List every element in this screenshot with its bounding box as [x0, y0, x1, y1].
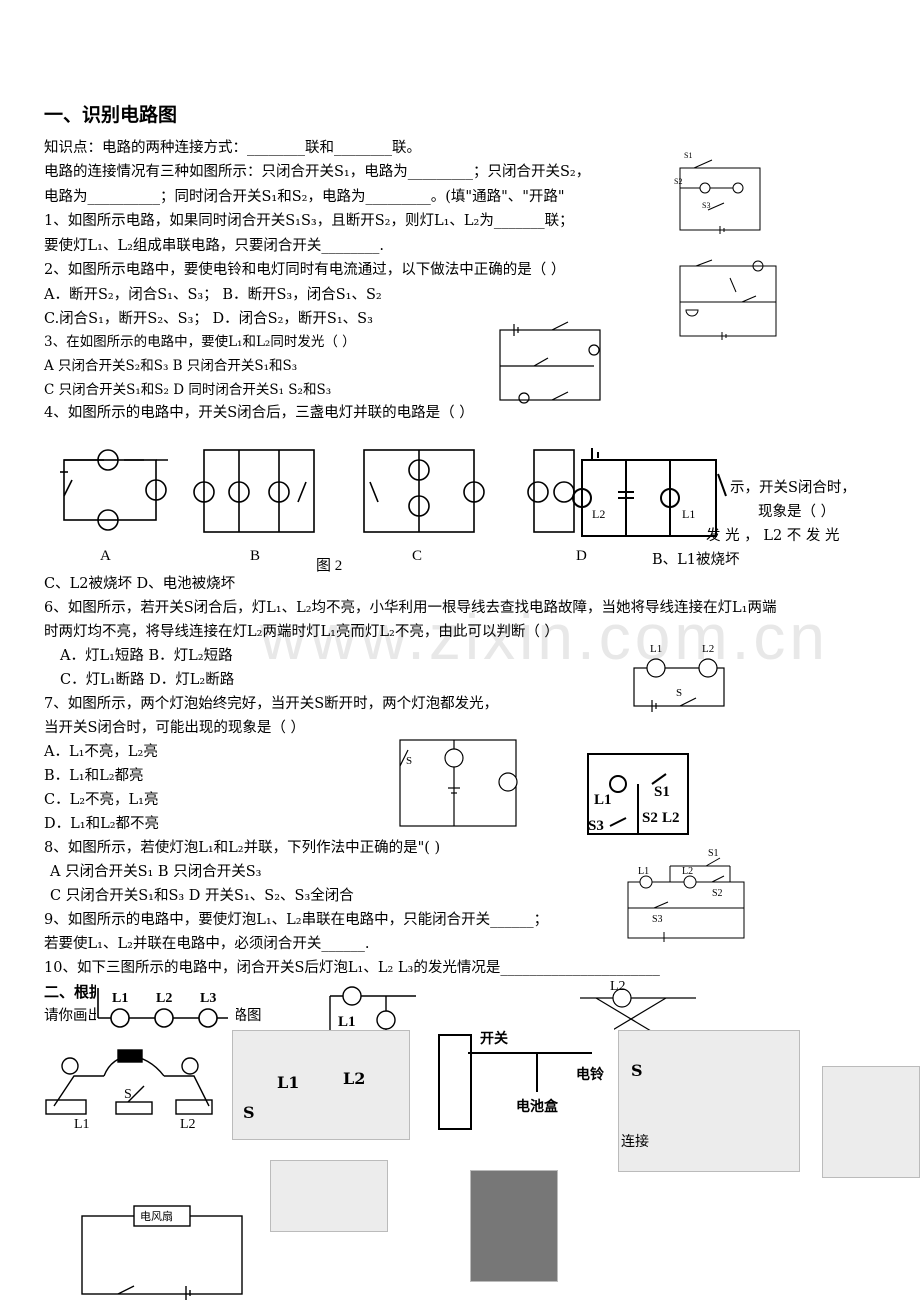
text-line: 当开关S闭合时，可能出现的现象是（ ） [44, 720, 306, 736]
option-line: C 只闭合开关S₁和S₂ D 同时闭合开关S₁ S₂和S₃ [44, 382, 332, 398]
label-l2: L2 [180, 1117, 196, 1132]
question-4: 4、如图所示的电路中，开关S闭合后，三盏电灯并联的电路是（ ） [44, 405, 474, 421]
battery-photo [470, 1170, 558, 1282]
circuit-figure-q9: L1 S1 L2 S2 S3 [627, 848, 745, 942]
label-s: S [124, 1087, 132, 1102]
circuit-figure-q6: L1 L2 S [633, 643, 725, 712]
label-l2: L2 [343, 1069, 366, 1088]
q4-figures: A B C D 图 2 [60, 449, 587, 574]
bell-label: 电铃 [576, 1067, 604, 1083]
connect-label: 连接 [621, 1134, 649, 1150]
circuit-figure-q5: L2 L1 [572, 436, 728, 546]
label-s2: S2 [712, 888, 723, 899]
option-b: B．L₁和L₂都亮 [44, 768, 144, 784]
real-circuit-photo-1: L1 S L2 [45, 1049, 213, 1132]
question-10: 10、如下三图所示的电路中，闭合开关S后灯泡L₁、L₂ L₃的发光情况是____… [44, 960, 660, 976]
label-s3: S3 [652, 914, 663, 925]
switch-photo [270, 1160, 388, 1232]
real-circuit-photo-2: L1 L2 S [232, 1030, 410, 1140]
text-line: 若要使L₁、L₂并联在电路中，必须闭合开关______. [44, 936, 370, 952]
label-s1: S1 [654, 784, 670, 800]
watermark: www.zixin.com.cn [260, 601, 829, 673]
label-s3: S3 [702, 201, 710, 210]
real-bell-circuit: 开关 电铃 电池盒 [412, 1028, 614, 1146]
question-7: 7、如图所示，两个灯泡始终完好，当开关S断开时，两个灯泡都发光， [44, 696, 499, 712]
option-line: C．灯L₁断路 D．灯L₂断路 [60, 672, 235, 688]
label-l1: L1 [277, 1073, 300, 1092]
text-line: 要使灯L₁、L₂组成串联电路，只要闭合开关________. [44, 238, 384, 254]
label-s: S [243, 1103, 255, 1122]
knowledge-line: 知识点：电路的两种连接方式：________联和________联。 [44, 140, 421, 156]
option-d: D．L₁和L₂都不亮 [44, 816, 160, 832]
option-line: C.闭合S₁，断开S₂、S₃； D．闭合S₂，断开S₁、S₃ [44, 311, 373, 327]
real-circuit-photo-3: S 连接 [618, 1030, 800, 1172]
q5-text-2: 现象是（ ） [758, 504, 836, 520]
circuit-figure-q1: S1 S2 S3 [674, 151, 761, 234]
label-l2: L2 [662, 810, 680, 826]
q5-text-3: 发 光 ， L2 不 发 光 [706, 528, 840, 544]
label-l1: L1 [338, 1014, 356, 1030]
battery-box-label: 电池盒 [516, 1099, 558, 1115]
text-line: 时两灯均不亮，将导线连接在灯L₂两端时灯L₁亮而灯L₂不亮，由此可以判断（ ） [44, 624, 559, 640]
label-l1: L1 [112, 991, 128, 1006]
q5-text-4: B、L1被烧坏 [652, 552, 740, 568]
option-d-label: D [576, 548, 587, 564]
label-l2: L2 [156, 991, 172, 1006]
fan-circuit: 电风扇 [81, 1205, 243, 1300]
label-s1: S1 [684, 151, 692, 160]
circuit-figure-q8: L1 S1 S3 S2 L2 [587, 753, 689, 835]
option-a: A．L₁不亮，L₂亮 [44, 744, 158, 760]
label-l2: L2 [682, 866, 693, 877]
circuit-figure-q7: S [399, 739, 518, 827]
label-l1: L1 [74, 1117, 90, 1132]
option-b-label: B [250, 548, 260, 564]
label-l2: L2 [702, 643, 714, 655]
question-2: 2、如图所示电路中，要使电铃和电灯同时有电流通过，以下做法中正确的是（ ） [44, 262, 566, 278]
question-1: 1、如图所示电路，如果同时闭合开关S₁S₃，且断开S₂，则灯L₁、L₂为____… [44, 213, 574, 229]
label-s3: S3 [588, 818, 604, 834]
real-circuit-photo-4 [822, 1066, 920, 1178]
question-9: 9、如图所示的电路中，要使灯泡L₁、L₂串联在电路中，只能闭合开关______； [44, 912, 549, 928]
text-line: 电路的连接情况有三种如图所示：只闭合开关S₁，电路为_________；只闭合开… [44, 164, 591, 180]
question-8: 8、如图所示，若使灯泡L₁和L₂并联，下列作法中正确的是"( ) [44, 840, 441, 856]
switch-label: 开关 [480, 1031, 508, 1047]
q5-text-1: 示，开关S闭合时， [730, 480, 856, 496]
label-s2: S2 [674, 177, 682, 186]
option-line: A 只闭合开关S₂和S₃ B 只闭合开关S₁和S₃ [44, 358, 298, 374]
option-line: A．断开S₂，闭合S₁、S₃； B．断开S₃，闭合S₁、S₂ [44, 287, 382, 303]
label-s: S [631, 1061, 643, 1080]
label-l1: L1 [638, 866, 649, 877]
option-c-label: C [412, 548, 422, 564]
label-l1: L1 [594, 792, 612, 808]
label-l1: L1 [682, 507, 695, 521]
option-line: A．灯L₁短路 B．灯L₂短路 [60, 648, 233, 664]
label-s: S [676, 687, 682, 699]
label-l1: L1 [650, 643, 662, 655]
question-6: 6、如图所示，若开关S闭合后，灯L₁、L₂均不亮，小华利用一根导线去查找电路故障… [44, 600, 777, 616]
label-s2: S2 [642, 810, 658, 826]
question-3: 3、在如图所示的电路中，要使L₁和L₂同时发光（ ） [44, 334, 356, 350]
circuit-figure-q2 [679, 259, 777, 340]
option-c: C．L₂不亮，L₁亮 [44, 792, 159, 808]
label-s1: S1 [708, 848, 719, 859]
q10-series-circuit: L1 L2 L3 [96, 982, 236, 1032]
label-l2: L2 [592, 507, 605, 521]
label-l2: L2 [610, 979, 626, 994]
section-heading: 一、识别电路图 [44, 104, 178, 126]
text-line: 电路为__________；同时闭合开关S₁和S₂，电路为_________。(… [44, 189, 565, 205]
q5-options: C、L2被烧坏 D、电池被烧坏 [44, 576, 236, 592]
option-a-label: A [100, 548, 111, 564]
fan-label: 电风扇 [140, 1209, 173, 1223]
option-line: C 只闭合开关S₁和S₃ D 开关S₁、S₂、S₃全闭合 [50, 888, 354, 904]
label-s: S [406, 755, 412, 767]
label-l3: L3 [200, 991, 216, 1006]
figure-2-label: 图 2 [316, 557, 342, 574]
circuit-figure-q3 [499, 321, 601, 404]
option-line: A 只闭合开关S₁ B 只闭合开关S₃ [50, 864, 262, 880]
